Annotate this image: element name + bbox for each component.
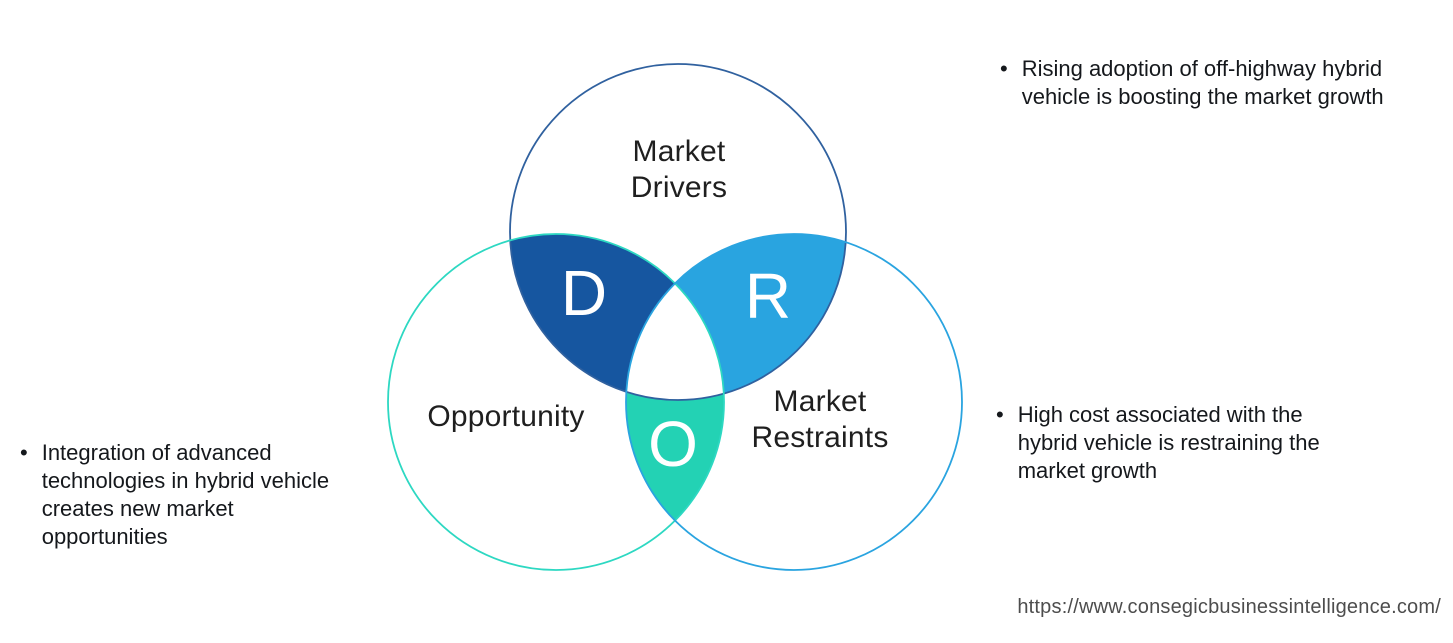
drivers-overlap-letter: D — [560, 257, 608, 329]
restraints-circle-label: Market Restraints — [751, 385, 889, 454]
drivers-circle-label: Market Drivers — [630, 135, 728, 204]
opportunity-circle — [387, 233, 725, 571]
opportunity-circle-label: Opportunity — [427, 400, 585, 433]
drivers-circle — [509, 63, 847, 401]
bullet-marker: • — [1000, 56, 1008, 81]
opportunity-bullet-text: Integration of advanced technologies in … — [41, 440, 330, 549]
opportunity-overlap-letter: O — [648, 408, 698, 480]
drivers-bullet-text: Rising adoption of off-highway hybrid ve… — [1021, 56, 1384, 109]
source-url: https://www.consegicbusinessintelligence… — [1017, 596, 1441, 618]
restraints-bullet-text: High cost associated with the hybrid veh… — [1017, 402, 1320, 483]
opportunity-bullet-item: • Integration of advanced technologies i… — [20, 439, 380, 551]
restraints-overlap-letter: R — [744, 260, 792, 332]
restraints-circle — [625, 233, 963, 571]
bullet-marker: • — [996, 402, 1004, 427]
drivers-bullet-item: • Rising adoption of off-highway hybrid … — [1000, 55, 1445, 111]
drivers-opportunity-overlap-region — [510, 233, 675, 392]
bullet-marker: • — [20, 440, 28, 465]
restraints-bullet-item: • High cost associated with the hybrid v… — [996, 401, 1396, 485]
